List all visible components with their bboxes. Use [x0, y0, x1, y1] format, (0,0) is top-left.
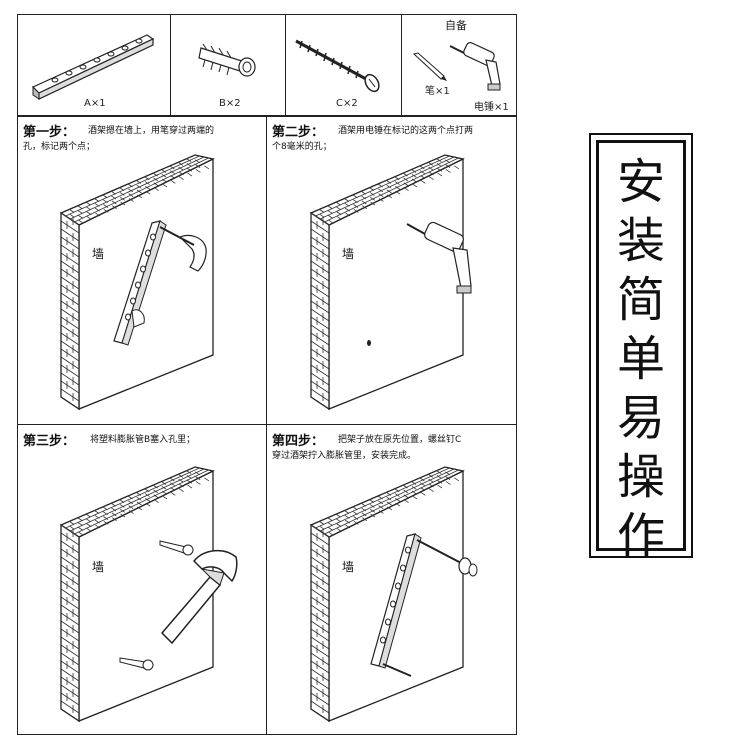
bracket-rail-icon: [31, 34, 155, 100]
step-1-line2: 孔，标记两个点；: [23, 142, 96, 152]
banner-char: 装: [616, 213, 665, 269]
self-provided-title: 自备: [445, 19, 467, 32]
step-4-title: 第四步：: [272, 434, 325, 449]
screw-icon: [295, 39, 380, 93]
step-2-title: 第二步：: [272, 125, 325, 140]
step-1-title: 第一步：: [23, 125, 76, 140]
banner-char: 简: [616, 272, 665, 328]
step-4-line1: 把架子放在原先位置，螺丝钉C: [338, 435, 462, 445]
plastic-anchor-icon: [198, 43, 256, 77]
step-cell-4: [266, 424, 517, 735]
step-1-line1: 酒架摁在墙上，用笔穿过两端的: [88, 126, 215, 136]
pen-icon: [412, 52, 447, 81]
drill-icon: [449, 42, 501, 91]
step-2-drill-icon: [406, 221, 472, 294]
step-4-rack-icon: [370, 533, 478, 677]
part-a-label: A×1: [84, 98, 106, 109]
step-3-anchor-bottom-icon: [119, 657, 154, 671]
brick-pattern: [60, 467, 210, 714]
step-4-line2: 穿过酒架拧入膨胀管里，安装完成。: [272, 451, 417, 461]
brick-pattern: [60, 155, 210, 402]
parts-table: [17, 14, 517, 116]
step-2-line1: 酒架用电锤在标记的这两个点打两: [338, 126, 474, 136]
banner-text: 安 装 简 单 易 操 作: [599, 153, 683, 566]
step-2-line2: 个8毫米的孔；: [272, 142, 332, 152]
step-1-rack-icon: [113, 220, 207, 346]
wall-label-2: 墙: [342, 247, 355, 261]
step-3-line1: 将塑料膨胀管B塞入孔里；: [90, 435, 196, 445]
title-banner-inner: 安 装 简 单 易 操 作: [596, 140, 686, 564]
step-3-title: 第三步：: [23, 434, 76, 449]
step-3-hammer-icon: [160, 549, 238, 645]
banner-char: 安: [616, 154, 665, 210]
wall-label-4: 墙: [342, 560, 355, 574]
part-b-label: B×2: [219, 98, 241, 109]
step-3-anchor-top-icon: [159, 540, 194, 556]
drilled-hole-icon: [367, 340, 371, 346]
banner-char: 单: [616, 331, 665, 387]
drill-label: 电锤×1: [474, 102, 509, 113]
title-banner: 安 装 简 单 易 操 作: [589, 133, 693, 564]
banner-char: 操: [616, 449, 665, 505]
banner-char: 作: [616, 508, 665, 564]
wall-illustration-3: [59, 466, 215, 723]
wall-label-1: 墙: [92, 247, 105, 261]
wall-illustration-2: [309, 154, 465, 411]
parts-divider: [401, 14, 402, 116]
wall-label-3: 墙: [92, 560, 105, 574]
brick-pattern: [310, 155, 460, 402]
parts-divider: [170, 14, 171, 116]
pen-label: 笔×1: [425, 86, 450, 97]
brick-pattern: [310, 467, 460, 714]
banner-char: 易: [616, 390, 665, 446]
part-c-label: C×2: [336, 98, 358, 109]
parts-divider: [285, 14, 286, 116]
